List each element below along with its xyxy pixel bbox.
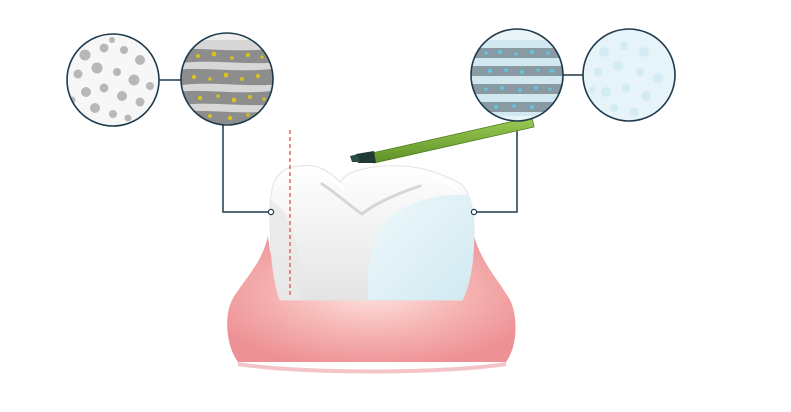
occlusal-highlight-right xyxy=(378,169,458,190)
connector-lines xyxy=(159,74,583,213)
left-connector-dot xyxy=(267,208,275,216)
treated-enamel-surface-icon xyxy=(582,28,676,122)
untreated-enamel-surface-icon xyxy=(66,33,160,127)
tooth-shading-left xyxy=(270,200,302,300)
treated-enamel-region xyxy=(367,194,474,300)
right-connector-dot xyxy=(470,208,478,216)
connector-left-tooth xyxy=(222,125,268,213)
applicator-brush-icon xyxy=(350,116,535,164)
connector-right-tooth xyxy=(476,121,518,213)
tooth xyxy=(269,164,475,301)
gum-base-shadow xyxy=(238,362,506,374)
occlusal-highlight xyxy=(298,169,346,192)
treated-enamel-rods-icon xyxy=(470,28,564,122)
occlusal-groove xyxy=(320,182,422,216)
untreated-enamel-rods-icon xyxy=(180,32,274,126)
